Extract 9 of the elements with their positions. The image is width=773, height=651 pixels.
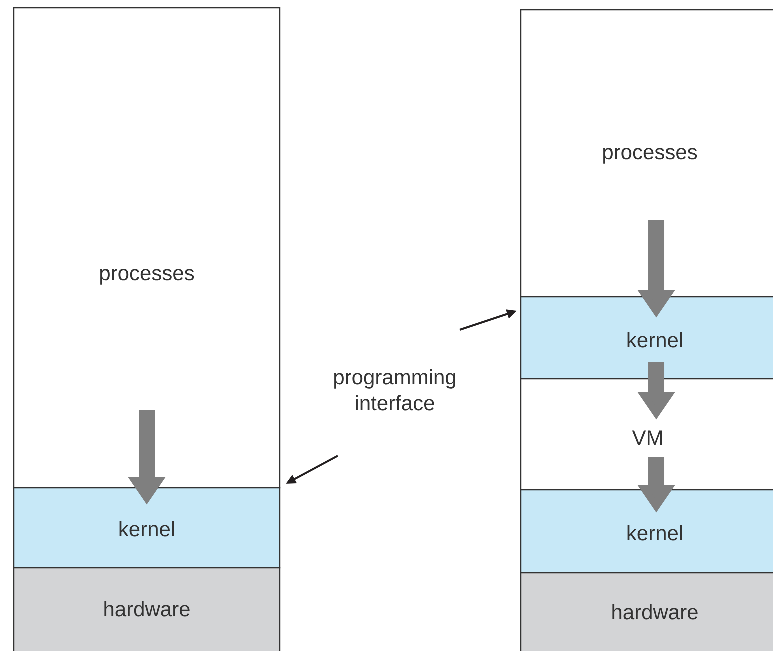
layer-box: hardware	[13, 567, 281, 651]
layer-box: processes	[13, 7, 281, 489]
interface-label: programming interface	[334, 369, 456, 411]
layer-box: VM	[520, 378, 773, 491]
layer-box: kernel	[520, 489, 773, 574]
layer-box: kernel	[13, 487, 281, 569]
layer-box: kernel	[520, 296, 773, 380]
layer-box: hardware	[520, 572, 773, 651]
layer-box: processes	[520, 9, 773, 298]
